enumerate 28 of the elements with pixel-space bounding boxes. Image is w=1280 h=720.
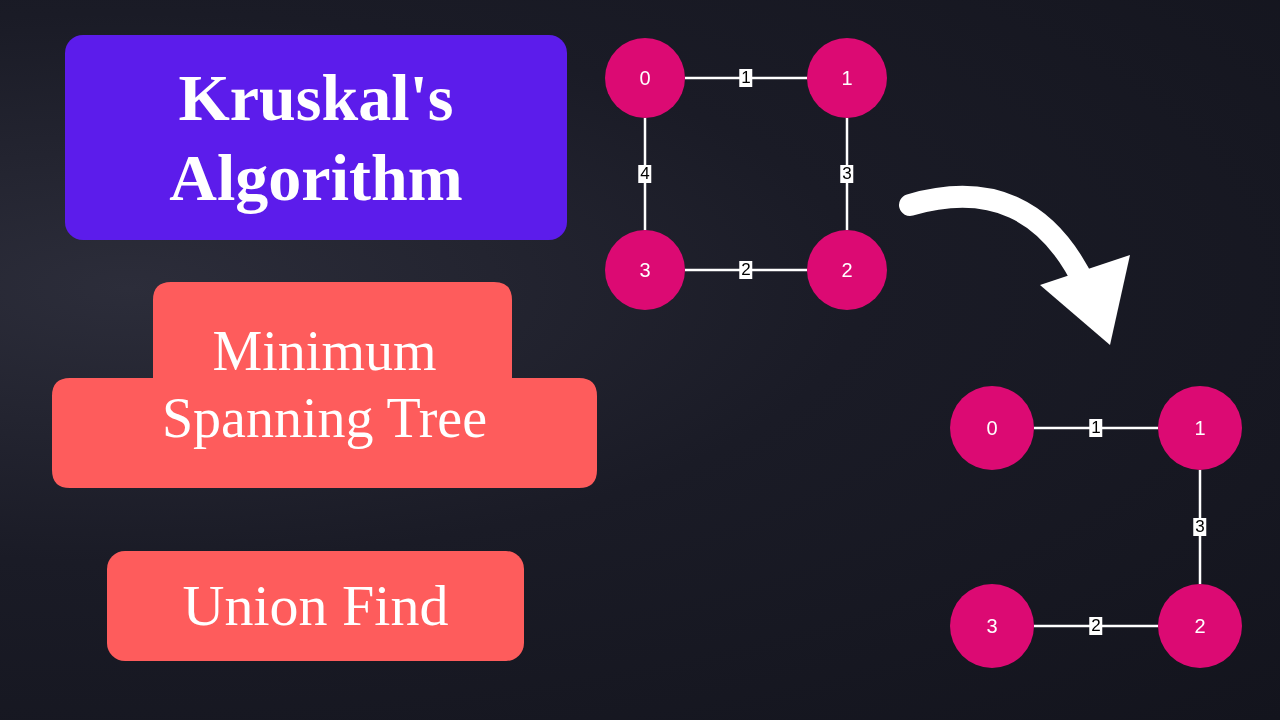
- vertex-label: 0: [639, 66, 651, 90]
- edge-weight-label: 3: [1193, 518, 1207, 536]
- title-banner: [52, 282, 597, 488]
- edge-weight-label: 2: [1089, 617, 1103, 635]
- title-text: Kruskal's Algorithm: [168, 60, 464, 216]
- vertex-label: 0: [986, 416, 998, 440]
- graph-edge: [1034, 624, 1158, 628]
- graph-edge: [1198, 470, 1202, 584]
- edge-weight-label: 2: [739, 261, 753, 279]
- graph-edge: [685, 76, 807, 80]
- edge-weight-label: 3: [840, 165, 854, 183]
- title-box: [107, 551, 524, 661]
- vertex-label: 3: [639, 258, 651, 282]
- graph-edge: [685, 268, 807, 272]
- title-text: Union Find: [181, 572, 450, 641]
- vertex-label: 1: [1194, 416, 1206, 440]
- edge-weight-label: 4: [638, 165, 652, 183]
- graph-edge: [1034, 426, 1158, 430]
- vertex-label: 1: [841, 66, 853, 90]
- title-text: Minimum Spanning Tree: [160, 318, 489, 451]
- graph-edge: [845, 118, 849, 230]
- vertex-label: 2: [1194, 614, 1206, 638]
- edge-weight-label: 1: [739, 69, 753, 87]
- edge-weight-label: 1: [1089, 419, 1103, 437]
- graph-edge: [643, 118, 647, 230]
- vertex-label: 2: [841, 258, 853, 282]
- vertex-label: 3: [986, 614, 998, 638]
- title-box: [65, 35, 567, 240]
